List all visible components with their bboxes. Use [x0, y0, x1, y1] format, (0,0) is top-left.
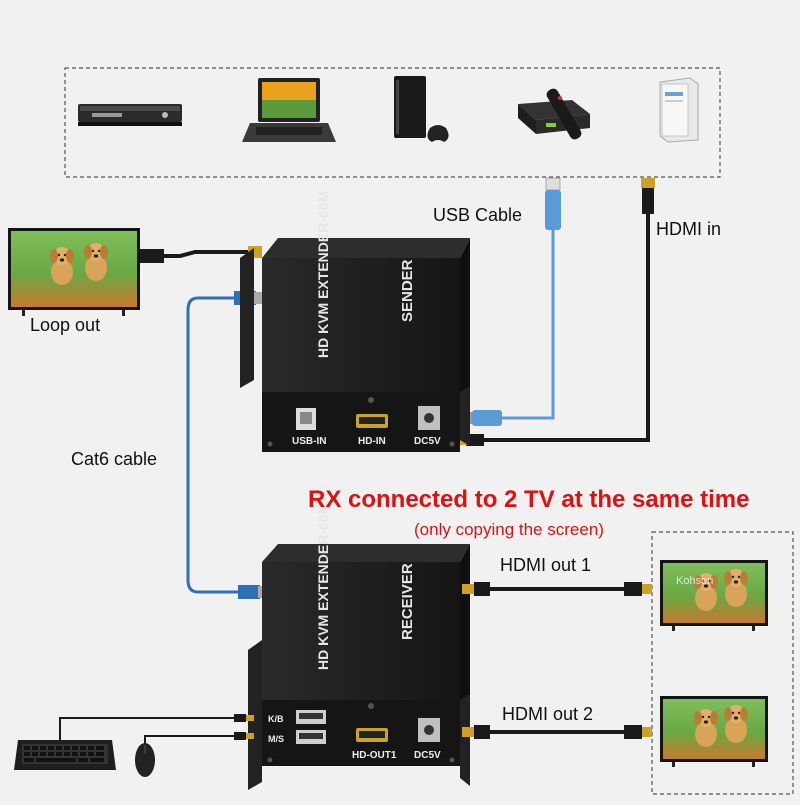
- receiver-port-kb: K/B: [268, 714, 284, 724]
- hdmi-in-label: HDMI in: [656, 219, 722, 239]
- usb-cable-label: USB Cable: [433, 205, 523, 225]
- desktop-pc-icon: [659, 77, 699, 143]
- hdmi-out-1-cable: [462, 582, 652, 596]
- cat6-cable: [186, 291, 270, 599]
- tv-watermark: Kohsen: [676, 575, 713, 587]
- laptop-icon: [242, 78, 336, 142]
- dvd-player-icon: [78, 104, 182, 126]
- hdmi-out-2-cable: [462, 725, 652, 739]
- set-top-box-icon: [518, 88, 590, 140]
- sender-port-usb-in: USB-IN: [292, 436, 326, 447]
- subline: (only copying the screen): [414, 520, 604, 539]
- output-tvs-frame: [651, 531, 794, 795]
- sender-port-dc5v: DC5V: [414, 436, 441, 447]
- cat6-cable-label: Cat6 cable: [71, 449, 158, 469]
- receiver-port-dc5v: DC5V: [414, 750, 441, 761]
- output-tv-1: [660, 560, 768, 631]
- receiver-port-hd-out1: HD-OUT1: [352, 750, 397, 761]
- receiver-device: [248, 544, 470, 790]
- receiver-role-text: RECEIVER: [399, 563, 416, 640]
- game-console-icon: [394, 76, 449, 142]
- receiver-port-ms: M/S: [268, 734, 284, 744]
- output-tv-2: [660, 696, 768, 767]
- usb-cable: [462, 177, 561, 426]
- mouse-icon: [135, 743, 155, 777]
- hdmi-out-1-label: HDMI out 1: [500, 555, 592, 575]
- headline: RX connected to 2 TV at the same time: [308, 486, 750, 513]
- sender-role-text: SENDER: [399, 259, 416, 322]
- loop-out-tv: [8, 228, 140, 316]
- sender-device: [240, 238, 470, 452]
- keyboard-mouse-cables: [59, 714, 254, 744]
- receiver-brand-text: HD KVM EXTENDER-60M: [315, 503, 331, 670]
- source-devices-frame: [64, 67, 721, 178]
- sender-brand-text: HD KVM EXTENDER-60M: [315, 191, 331, 358]
- loop-out-label: Loop out: [30, 315, 101, 335]
- keyboard-icon: [14, 740, 116, 770]
- hdmi-out-2-label: HDMI out 2: [502, 704, 594, 724]
- sender-port-hd-in: HD-IN: [358, 436, 386, 447]
